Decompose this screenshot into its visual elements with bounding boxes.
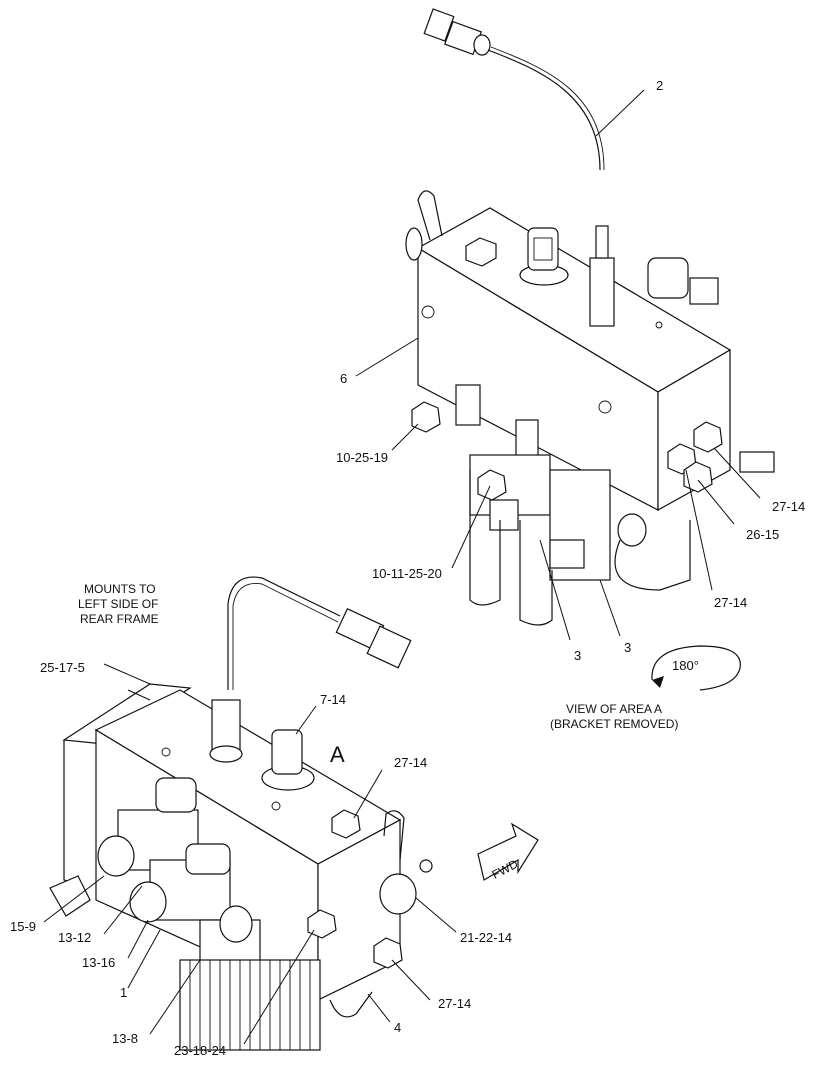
label-27-14-lower: 27-14 bbox=[714, 595, 747, 610]
label-2: 2 bbox=[656, 78, 663, 93]
label-23-18-24: 23-18-24 bbox=[174, 1043, 226, 1058]
label-25-17-5: 25-17-5 bbox=[40, 660, 85, 675]
mounts-note-line3: REAR FRAME bbox=[80, 612, 159, 626]
label-3-left: 3 bbox=[574, 648, 581, 663]
bottom-sensor-cable bbox=[227, 576, 412, 690]
label-6: 6 bbox=[340, 371, 347, 386]
label-10-25-19: 10-25-19 bbox=[336, 450, 388, 465]
label-3-right: 3 bbox=[624, 640, 631, 655]
label-13-12: 13-12 bbox=[58, 930, 91, 945]
view-caption-line1: VIEW OF AREA A bbox=[566, 702, 662, 716]
label-21-22-14: 21-22-14 bbox=[460, 930, 512, 945]
label-1: 1 bbox=[120, 985, 127, 1000]
label-7-14: 7-14 bbox=[320, 692, 346, 707]
label-27-14-bottom: 27-14 bbox=[438, 996, 471, 1011]
rotation-180-arrow bbox=[651, 645, 741, 691]
mounts-note-line2: LEFT SIDE OF bbox=[78, 597, 158, 611]
fwd-arrow bbox=[477, 822, 539, 881]
top-solenoids bbox=[411, 384, 775, 626]
label-10-11-25-20: 10-11-25-20 bbox=[372, 566, 442, 581]
bottom-view-assembly bbox=[43, 576, 539, 1051]
label-13-16: 13-16 bbox=[82, 955, 115, 970]
rotation-label: 180° bbox=[672, 658, 699, 673]
bottom-solenoids bbox=[49, 777, 373, 1051]
label-27-14-upper: 27-14 bbox=[394, 755, 427, 770]
label-26-15: 26-15 bbox=[746, 527, 779, 542]
top-sensor-cable bbox=[423, 8, 605, 171]
label-15-9: 15-9 bbox=[10, 919, 36, 934]
label-area-A: A bbox=[330, 742, 345, 767]
top-view-assembly bbox=[355, 8, 775, 691]
mounts-note-line1: MOUNTS TO bbox=[84, 582, 156, 596]
label-4: 4 bbox=[394, 1020, 401, 1035]
label-13-8: 13-8 bbox=[112, 1031, 138, 1046]
view-caption-line2: (BRACKET REMOVED) bbox=[550, 717, 678, 731]
label-27-14-top: 27-14 bbox=[772, 499, 805, 514]
